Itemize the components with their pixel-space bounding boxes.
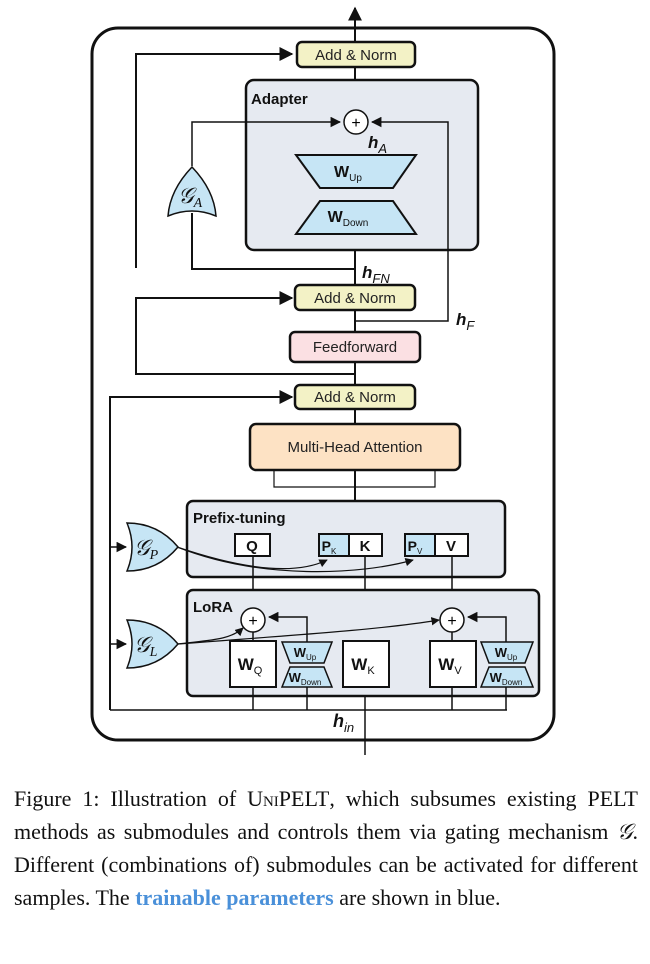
caption-prefix: Figure 1: Illustration of (14, 786, 248, 811)
gate-p-to-pk-arrow (176, 546, 328, 570)
gate-p-label: 𝒢P (134, 535, 159, 563)
caption-part1: , which subsumes existing PELT methods a… (14, 786, 638, 844)
wq-box (229, 640, 277, 688)
residual-mid (135, 291, 355, 375)
multi-head-attention-label: Multi-Head Attention (287, 439, 422, 456)
lora-v-w-down (479, 666, 535, 688)
k-label: K (360, 538, 371, 555)
wk-label: WK (351, 655, 375, 677)
h-fn-label: hFN (362, 263, 390, 286)
hfn-to-gate-line (191, 213, 355, 270)
figure-caption: Figure 1: Illustration of UniPELT, which… (14, 782, 638, 914)
k-box (348, 533, 383, 557)
v-label: V (446, 538, 456, 555)
adapter-sum-node (343, 109, 369, 135)
add-norm-top (295, 40, 417, 69)
adapter-w-down-label: WDown (328, 209, 369, 229)
lora-v-w-up (479, 641, 535, 664)
add-norm-bottom-label: Add & Norm (314, 389, 396, 406)
gate-l-label: 𝒢L (134, 632, 158, 660)
multi-head-attention-block (248, 422, 462, 472)
lora-v-w-up-label: WUp (495, 645, 518, 662)
hf-skip-line (355, 116, 449, 322)
gate-p (125, 522, 179, 572)
pk-label: PK (322, 538, 337, 556)
transformer-layer-frame (90, 26, 556, 742)
add-norm-top-label: Add & Norm (315, 47, 397, 64)
lora-q-w-down (280, 666, 334, 688)
lora-title: LoRA (193, 599, 233, 616)
gate-l-to-sum-v-arrow (177, 617, 440, 645)
pv-label: PV (408, 538, 423, 556)
adapter-w-down (294, 200, 418, 235)
feedforward-label: Feedforward (313, 339, 397, 356)
h-in-label: hin (333, 711, 354, 735)
lora-plus-v-icon: + (447, 613, 456, 630)
gate-l (125, 619, 179, 669)
residual-top (135, 47, 294, 268)
wq-label: WQ (238, 655, 263, 677)
lora-v-update-arrow (466, 611, 507, 642)
caption-gate-symbol: 𝒢 (616, 819, 633, 844)
q-label: Q (246, 538, 258, 555)
adapter-w-up (294, 154, 418, 189)
prefix-tuning-title: Prefix-tuning (193, 510, 286, 527)
wv-label: WV (438, 655, 462, 677)
wv-box (429, 640, 477, 688)
adapter-w-up-label: WUp (334, 164, 362, 184)
mha-qkv-bracket (273, 470, 436, 488)
wk-box (342, 640, 390, 688)
unipelt-diagram: Add & Norm Adapter + hA WUp WDown 𝒢A hFN… (90, 6, 556, 755)
caption-part3: are shown in blue. (333, 885, 501, 910)
add-norm-mid-label: Add & Norm (314, 290, 396, 307)
gate-a-label: 𝒢A (178, 183, 203, 211)
h-a-label: hA (368, 133, 387, 156)
lora-plus-q-icon: + (248, 613, 257, 630)
lora-v-w-down-label: WDown (490, 670, 523, 687)
q-box (234, 533, 271, 557)
caption-part2: . Different (combinations of) submodules… (14, 819, 638, 910)
gate-p-to-pv-arrow (176, 546, 414, 573)
lora-q-w-down-label: WDown (289, 670, 322, 687)
add-norm-mid (293, 283, 417, 312)
adapter-plus-icon: + (351, 115, 360, 132)
v-box (434, 533, 469, 557)
caption-method-name: UniPELT (247, 786, 330, 811)
h-f-label: hF (456, 310, 475, 333)
adapter-title: Adapter (251, 91, 308, 108)
lora-q-w-up-label: WUp (294, 645, 317, 662)
gate-a (167, 165, 217, 218)
add-norm-bottom (293, 383, 417, 411)
feedforward-block (288, 330, 422, 364)
gate-a-output-line (191, 116, 342, 166)
residual-bottom (109, 390, 294, 710)
lora-q-w-up (280, 641, 334, 664)
caption-trainable-highlight: trainable parameters (135, 885, 334, 910)
